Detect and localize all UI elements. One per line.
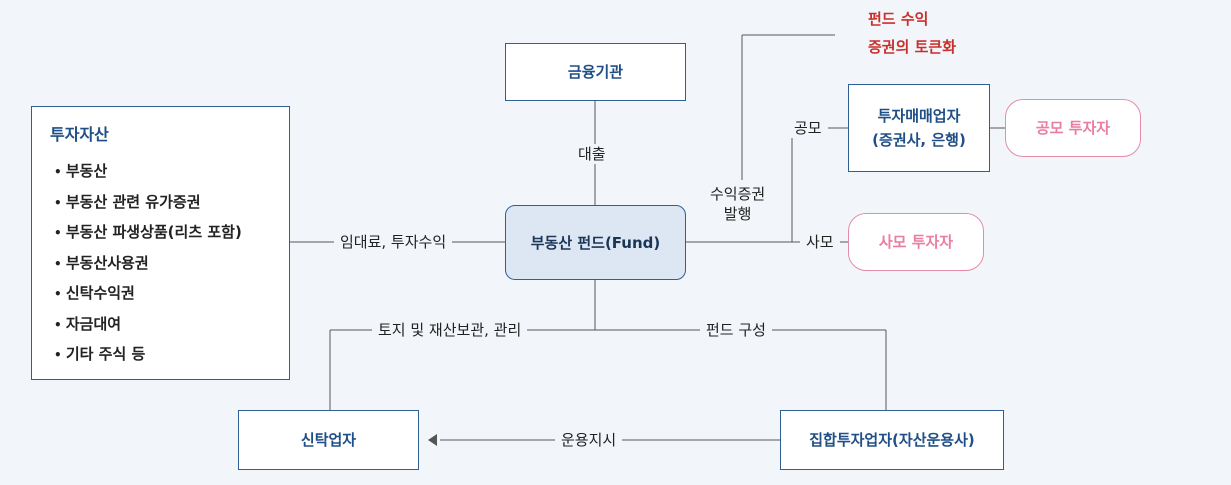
tokenization-line1: 펀드 수익: [868, 10, 929, 28]
asset-item: 부동산 파생상품(리츠 포함): [54, 218, 242, 249]
asset-manager-box: 집합투자업자(자산운용사): [780, 410, 1004, 470]
asset-item: 기타 주식 등: [54, 340, 242, 371]
broker-title: 투자매매업자: [877, 107, 961, 125]
financial-institution-box: 금융기관: [505, 43, 686, 101]
tokenization-line2: 증권의 토큰화: [868, 38, 957, 56]
securities-label-line1: 수익증권: [710, 185, 766, 203]
broker-subtitle: (증권사, 은행): [872, 131, 966, 149]
private-offer-label: 사모: [800, 232, 840, 252]
public-investor-box: 공모 투자자: [1005, 99, 1141, 157]
asset-item: 부동산 관련 유가증권: [54, 188, 242, 219]
securities-label: 수익증권 발행: [706, 184, 770, 224]
assets-title: 투자자산: [50, 125, 109, 144]
fund-box: 부동산 펀드(Fund): [505, 205, 686, 280]
instruction-arrowhead: [428, 434, 437, 446]
asset-item: 신탁수익권: [54, 279, 242, 310]
assets-list: 부동산 부동산 관련 유가증권 부동산 파생상품(리츠 포함) 부동산사용권 신…: [54, 157, 242, 371]
asset-item: 자금대여: [54, 310, 242, 341]
instruction-label: 운용지시: [555, 430, 623, 450]
assets-box: 투자자산 부동산 부동산 관련 유가증권 부동산 파생상품(리츠 포함) 부동산…: [31, 106, 290, 380]
asset-item: 부동산사용권: [54, 249, 242, 280]
trust-box: 신탁업자: [238, 410, 419, 470]
private-investor-box: 사모 투자자: [848, 213, 984, 271]
broker-box: 투자매매업자 (증권사, 은행): [848, 84, 990, 172]
rent-income-label: 임대료, 투자수익: [334, 232, 453, 252]
securities-label-line2: 발행: [723, 205, 752, 223]
custody-label: 토지 및 재산보관, 관리: [372, 320, 528, 340]
asset-item: 부동산: [54, 157, 242, 188]
fund-setup-label: 펀드 구성: [700, 320, 772, 340]
loan-label: 대출: [572, 144, 612, 164]
public-offer-label: 공모: [788, 118, 828, 138]
